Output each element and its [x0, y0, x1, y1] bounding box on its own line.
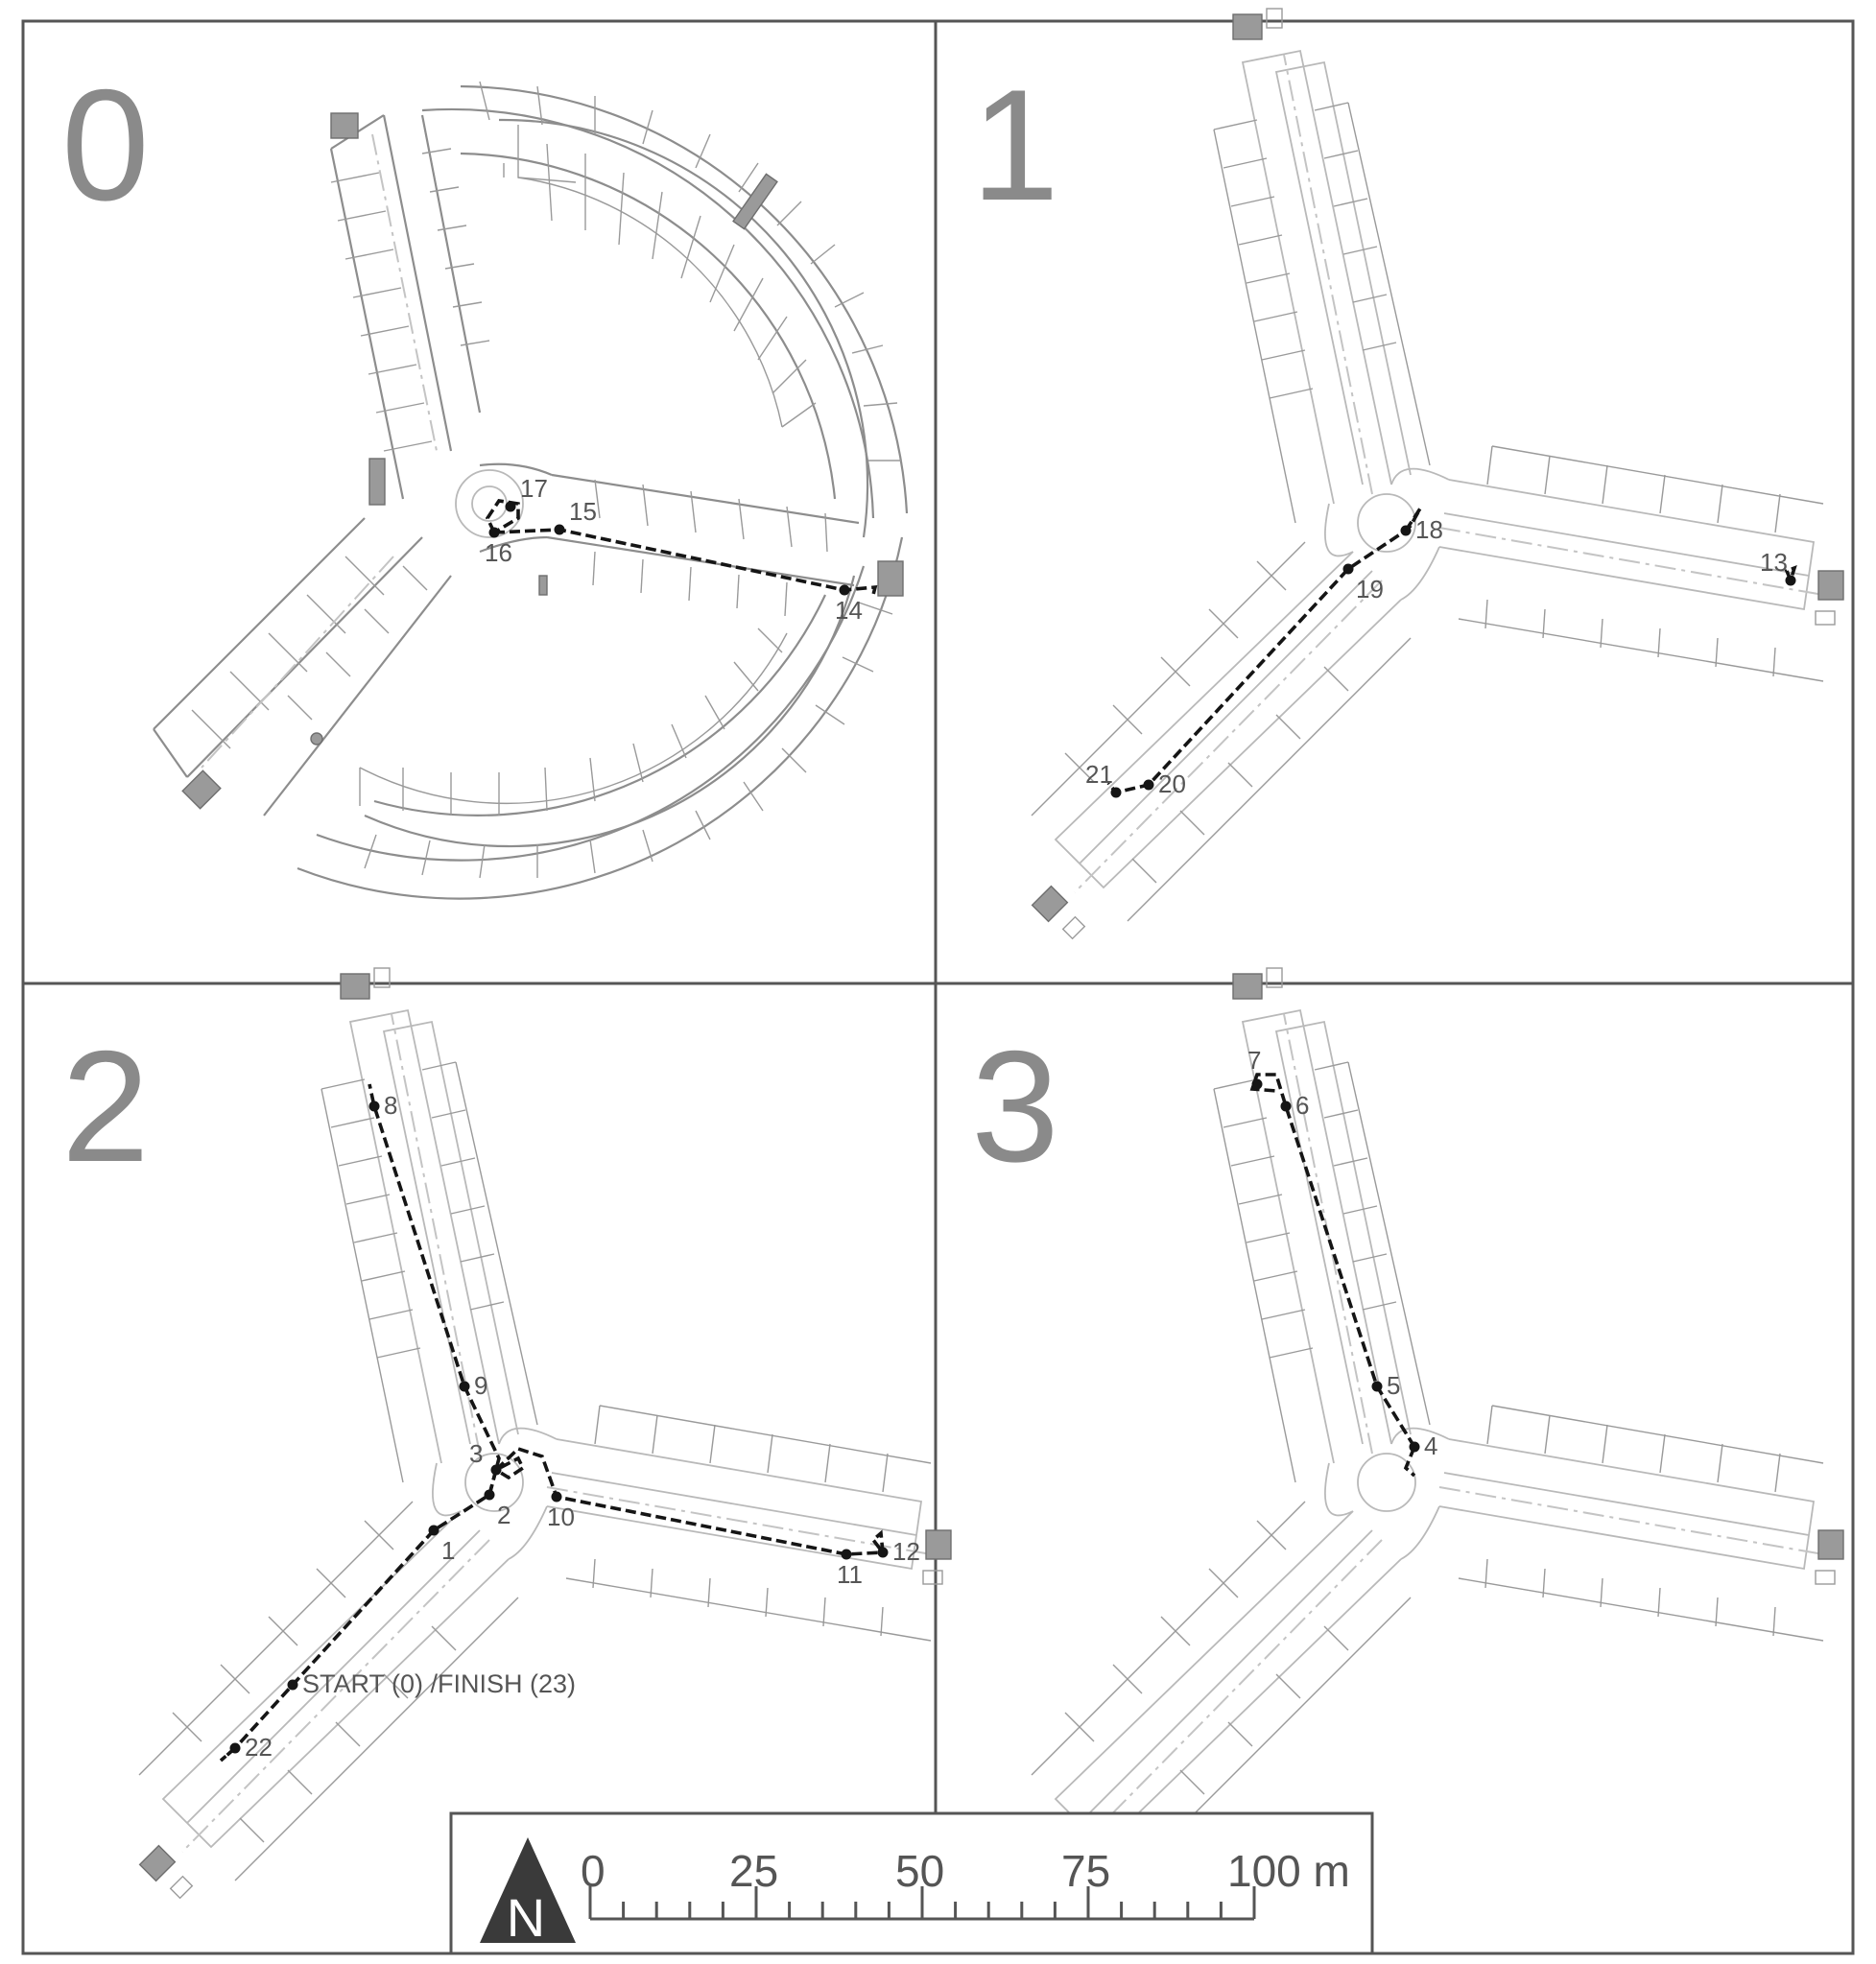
waypoint-marker: [484, 1489, 495, 1501]
scale-tick-label: 50: [895, 1846, 944, 1896]
waypoint-marker: [841, 1549, 852, 1560]
waypoint-label: 11: [837, 1560, 863, 1589]
waypoint-marker: [1342, 563, 1354, 575]
waypoint-label: 9: [474, 1371, 487, 1400]
waypoint-label: 18: [1415, 515, 1443, 544]
building-footprint-floor-0: [153, 81, 909, 900]
scale-tick-label: 75: [1061, 1846, 1110, 1896]
waypoint-marker: [1110, 787, 1122, 798]
waypoint-marker: [505, 501, 516, 512]
waypoint-marker: [1280, 1100, 1292, 1112]
building-footprint-floor-1: [1031, 8, 1844, 940]
waypoint-marker: [490, 1464, 502, 1476]
route-path-floor-0-0: [493, 528, 878, 596]
waypoint-marker: [229, 1742, 241, 1754]
panel-floor-0: 0: [61, 57, 909, 900]
route-path-floor-2-0: [219, 1455, 526, 1763]
waypoint-marker: [1400, 525, 1412, 536]
scale-bar: 0 25 50 75 100 m: [581, 1846, 1350, 1921]
route-path-floor-2-2: [494, 1446, 885, 1556]
waypoint-label: 19: [1356, 575, 1384, 603]
waypoint-marker: [368, 1100, 380, 1112]
waypoint-label: 7: [1247, 1046, 1261, 1075]
waypoint-marker: [1251, 1078, 1263, 1090]
panel-floor-1: 1: [971, 8, 1844, 940]
waypoint-marker: [1143, 779, 1154, 791]
scale-tick-label: 0: [581, 1846, 606, 1896]
legend-box: N 0 25 50 75 100 m: [449, 1811, 1374, 1955]
floor-number-2: 2: [61, 1018, 150, 1195]
waypoint-label: 14: [835, 596, 863, 625]
north-label: N: [507, 1887, 545, 1948]
waypoint-label: 21: [1085, 760, 1113, 789]
waypoint-label: 12: [892, 1537, 920, 1566]
waypoint-marker: [1409, 1441, 1420, 1453]
waypoint-marker: [287, 1679, 298, 1691]
waypoint-marker: [551, 1491, 562, 1503]
waypoint-label: 1: [441, 1536, 455, 1565]
waypoint-marker: [1371, 1381, 1383, 1392]
panel-frames: [21, 19, 1855, 1955]
stair-core-icon: [330, 112, 359, 139]
waypoint-label: 5: [1387, 1371, 1400, 1400]
floor-number-1: 1: [971, 57, 1059, 233]
waypoint-label: START (0) /FINISH (23): [302, 1669, 576, 1698]
waypoint-marker: [459, 1381, 470, 1392]
scale-tick-label: 100 m: [1227, 1846, 1350, 1896]
waypoint-label: 17: [520, 474, 548, 503]
panel-floor-3: 3: [971, 967, 1844, 1900]
route-path-floor-1-1: [1106, 508, 1422, 795]
waypoint-marker: [839, 584, 850, 596]
waypoint-label: 3: [469, 1439, 483, 1468]
waypoint-marker: [488, 527, 500, 538]
route-path-floor-3-0: [1403, 1446, 1416, 1478]
waypoint-marker: [877, 1547, 889, 1558]
north-arrow-icon: N: [480, 1837, 576, 1948]
waypoint-marker: [428, 1525, 439, 1536]
floor-number-0: 0: [61, 57, 150, 233]
waypoint-label: 16: [485, 538, 512, 567]
waypoint-marker: [554, 524, 565, 535]
waypoint-label: 20: [1158, 769, 1186, 798]
floor-number-3: 3: [971, 1018, 1059, 1195]
waypoint-label: 6: [1295, 1091, 1309, 1120]
waypoint-label: 22: [245, 1733, 273, 1762]
waypoint-label: 15: [569, 497, 597, 526]
waypoint-marker: [1785, 575, 1796, 586]
waypoint-label: 13: [1760, 548, 1788, 577]
waypoint-label: 4: [1424, 1432, 1437, 1460]
scale-tick-label: 25: [729, 1846, 778, 1896]
waypoint-label: 8: [384, 1091, 397, 1120]
waypoint-label: 2: [497, 1501, 511, 1529]
panel-floor-2: 2: [61, 967, 952, 1900]
route-path-floor-2-1: [368, 1083, 501, 1496]
waypoint-label: 10: [547, 1503, 575, 1531]
